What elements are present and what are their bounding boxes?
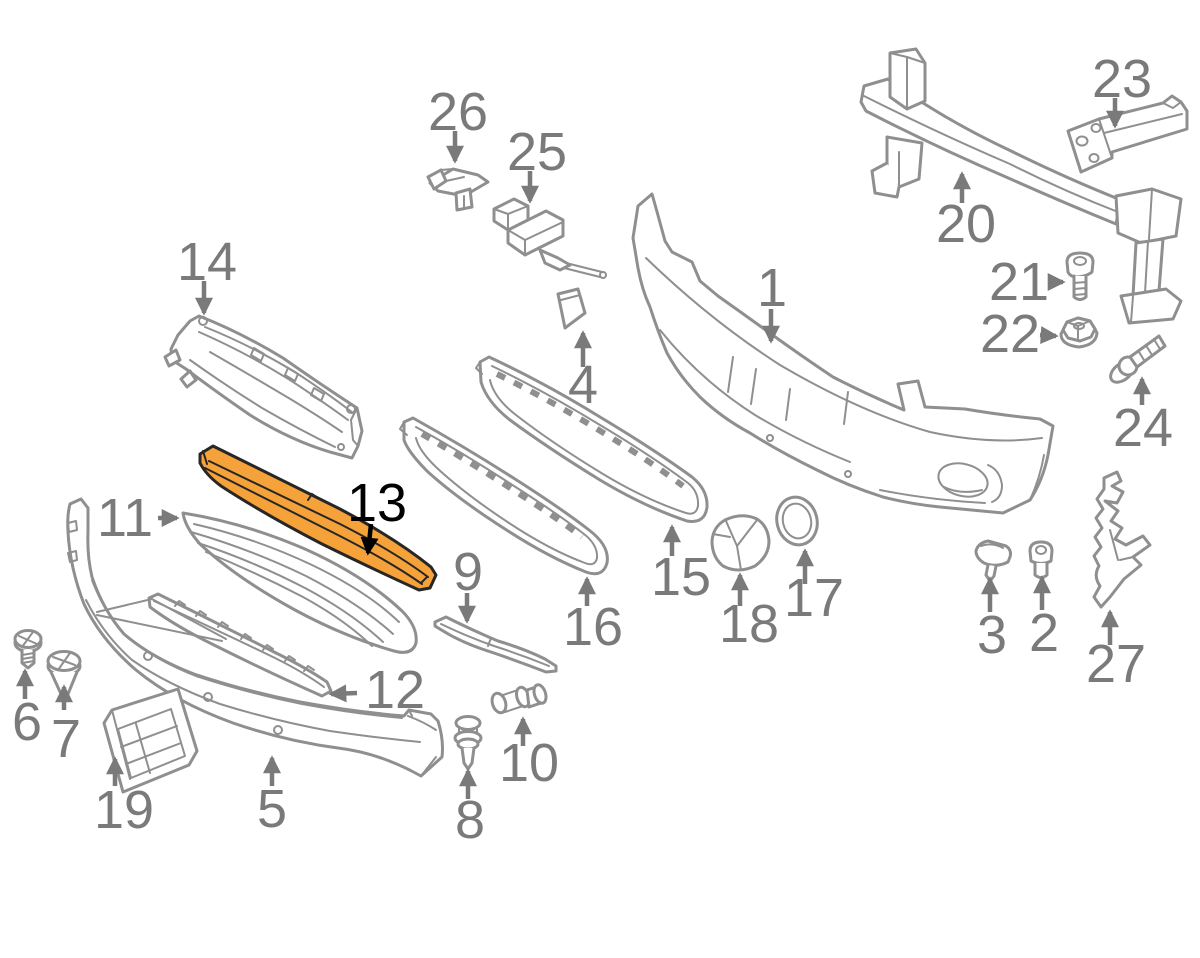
callout-23-label: 23 [1092,49,1152,109]
callout-18-label: 18 [719,594,779,654]
callout-4: 4 [568,330,598,415]
part-9-lower-strip-drawing [433,615,558,674]
part-4-pad-drawing [556,287,587,330]
callout-25: 25 [507,122,567,204]
part-14-upper-support-drawing [163,314,364,460]
callout-16: 16 [563,576,623,657]
callout-1: 1 [757,258,787,344]
callout-26-label: 26 [428,82,488,142]
part-27-side-bracket-drawing [1092,470,1152,609]
part-2-bolt-drawing [1028,540,1054,579]
callout-2: 2 [1029,575,1059,663]
callout-9: 9 [453,542,483,624]
callout-8-label: 8 [455,790,485,850]
callout-23: 23 [1092,49,1152,129]
part-25-sensor-drawing [492,197,607,279]
callout-19: 19 [94,756,154,840]
part-10-clip-drawing [490,683,548,715]
callout-12-arrow [328,684,358,703]
callout-10-label: 10 [499,733,559,793]
part-11-ribbed-trim-drawing [181,511,418,654]
callout-7-label: 7 [51,709,81,769]
part-26-connector-drawing [426,167,490,212]
part-6-screw-drawing [13,629,43,670]
callout-13-arrow [360,523,379,556]
callout-22: 22 [980,304,1059,364]
part-23-bracket-drawing [1066,94,1189,174]
callout-15: 15 [651,524,711,607]
callout-20-label: 20 [936,194,996,254]
part-3-clip-drawing [974,539,1012,583]
callout-22-label: 22 [980,304,1040,364]
callout-17-label: 17 [784,568,844,628]
callout-19-label: 19 [94,780,154,840]
callout-12: 12 [328,660,425,720]
callout-21: 21 [989,252,1066,312]
callout-13-label: 13 [347,473,407,533]
callout-21-label: 21 [989,252,1049,312]
callout-5-label: 5 [257,779,287,839]
callout-5: 5 [257,755,287,839]
callout-26: 26 [428,82,488,164]
callout-20: 20 [936,171,996,254]
callout-6: 6 [12,668,42,752]
fog-lamp-cutout [937,462,989,498]
part-18-fog-cover-drawing [710,514,771,572]
callout-1-label: 1 [757,258,787,318]
callout-24: 24 [1113,376,1173,458]
callout-17: 17 [784,548,844,628]
part-5-lower-valance-drawing [66,497,444,778]
part-24-screw-drawing [1109,334,1167,384]
callout-11-label: 11 [97,488,153,548]
callout-27-label: 27 [1086,634,1146,694]
callout-4-label: 4 [568,355,598,415]
callout-6-label: 6 [12,692,42,752]
callout-14-label: 14 [177,232,237,292]
part-16-grille-drawing [399,416,609,576]
callout-12-label: 12 [365,660,425,720]
part-17-cover-ring-drawing [775,495,819,547]
callout-9-label: 9 [453,542,483,602]
part-19-plate-filler-drawing [102,687,199,794]
callout-13-highlighted: 13 [347,473,407,556]
callout-22-arrow [1039,326,1059,345]
part-20-reinforcement-beam-drawing [859,47,1183,325]
part-21-bolt-drawing [1065,251,1095,301]
callout-8: 8 [455,768,485,850]
part-22-flange-nut-drawing [1059,316,1099,349]
part-8-rivet-drawing [453,715,483,771]
callout-25-label: 25 [507,122,567,182]
callout-14: 14 [177,232,237,316]
callout-18: 18 [719,572,779,654]
callout-3-label: 3 [977,605,1007,665]
callout-3: 3 [977,576,1007,665]
callout-16-label: 16 [563,597,623,657]
callout-11: 11 [97,488,180,548]
callout-10: 10 [499,716,559,793]
part-15-grille-surround-drawing [475,355,709,523]
callout-27: 27 [1086,609,1146,694]
callout-2-label: 2 [1029,603,1059,663]
callout-15-label: 15 [651,547,711,607]
callout-24-label: 24 [1113,398,1173,458]
callout-7: 7 [51,684,81,769]
